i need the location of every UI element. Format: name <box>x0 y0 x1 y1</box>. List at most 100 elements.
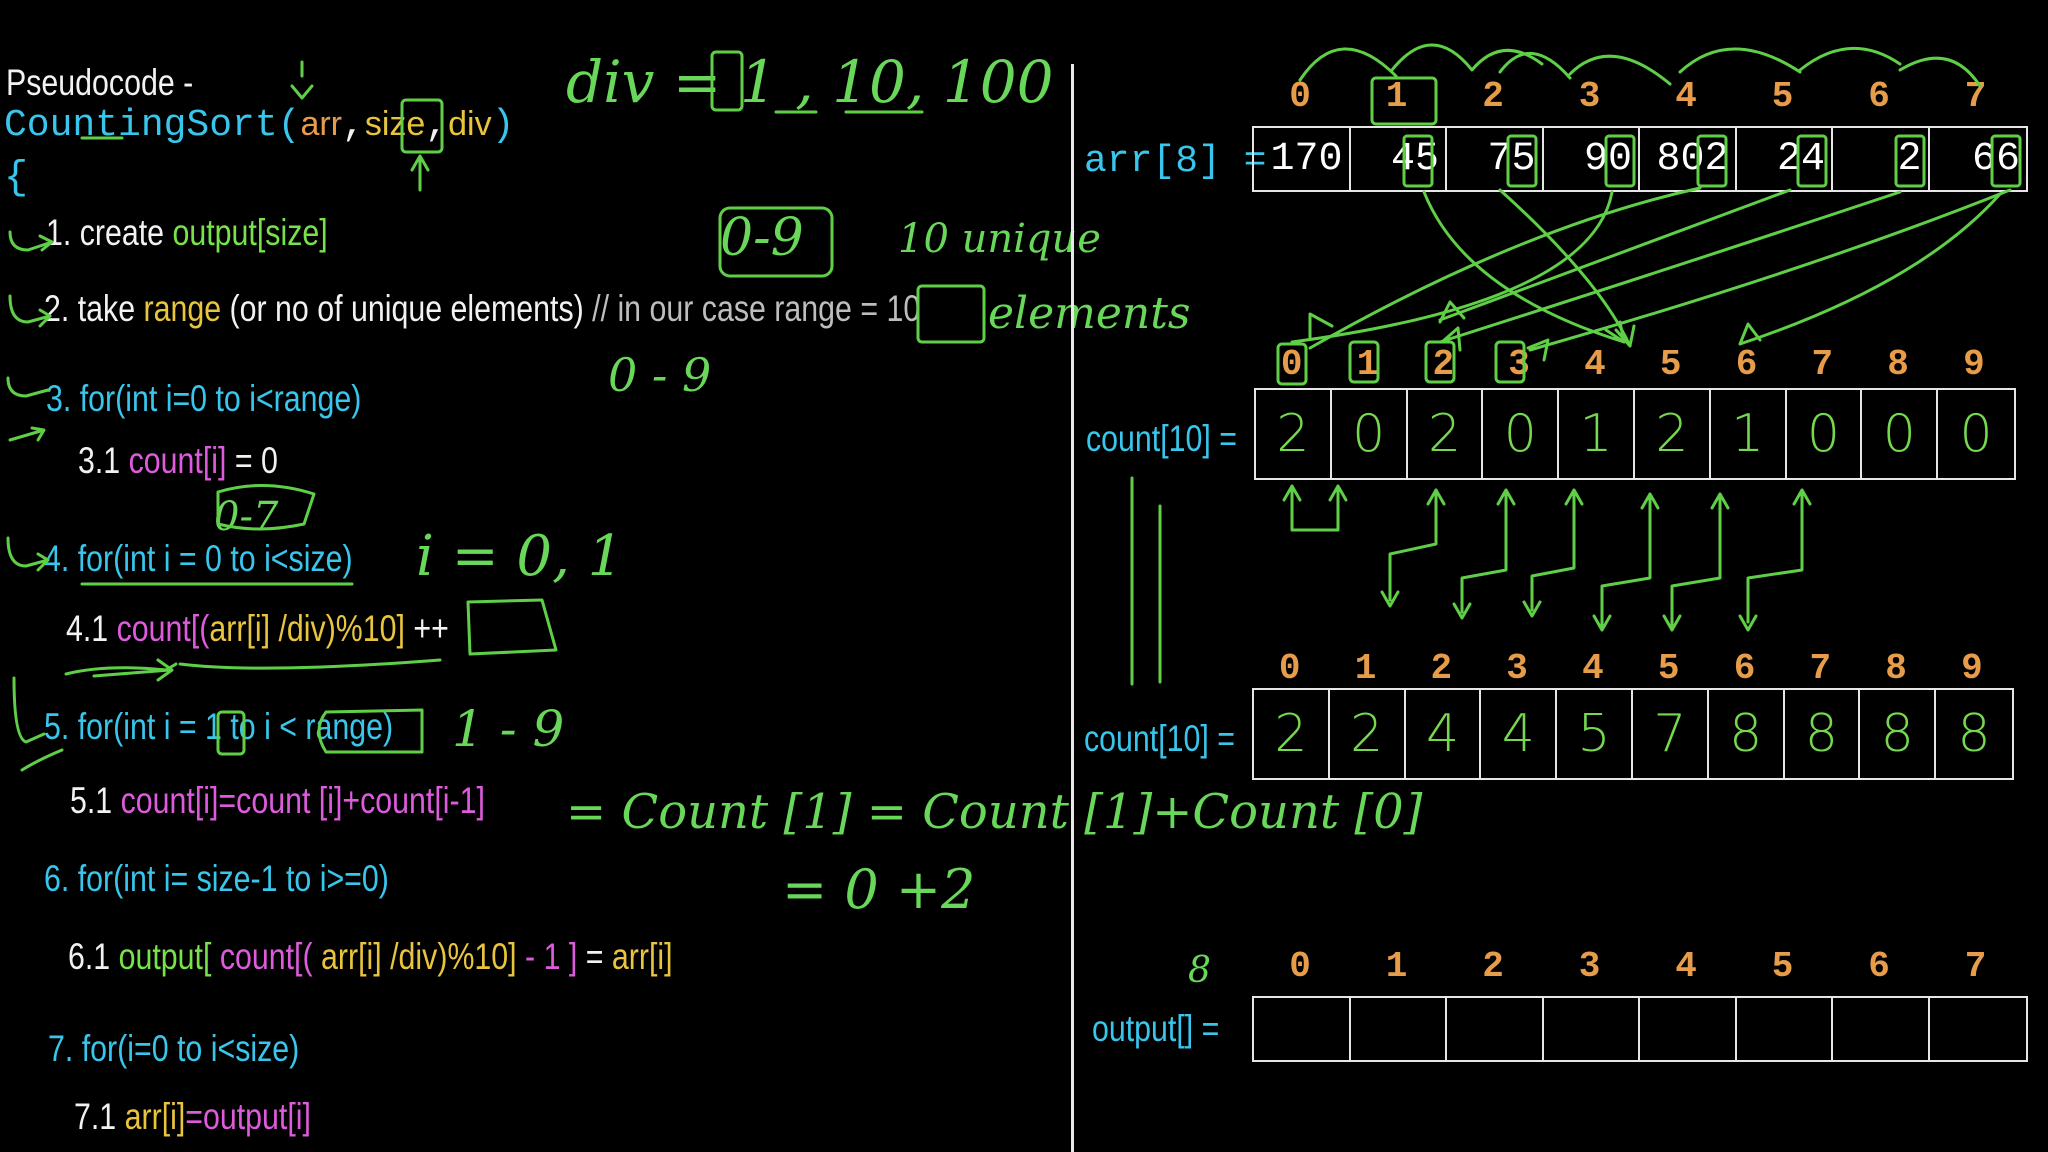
index-label: 2 <box>1482 76 1504 117</box>
annotation-i-values: i = 0, 1 <box>416 524 624 589</box>
function-name: CountingSort( <box>4 104 301 147</box>
index-label: 7 <box>1811 344 1834 385</box>
index-label: 0 <box>1278 648 1301 689</box>
box-index-1 <box>1370 76 1438 126</box>
param-arr: arr <box>300 105 343 143</box>
step-6-1-label: 6.1 <box>68 936 111 977</box>
output-array <box>1252 996 2028 1062</box>
step-3-1: 3.1 count[i] = 0 <box>78 440 278 482</box>
index-label: 5 <box>1659 344 1682 385</box>
index-label: 1 <box>1385 946 1408 987</box>
annotation-zero-nine: 0 - 9 <box>608 348 712 402</box>
count1-cell: 0 <box>1483 390 1560 478</box>
box-one <box>216 710 246 756</box>
count1-cell: 0 <box>1862 390 1939 478</box>
step-5-1: 5.1 count[i]=count [i]+count[i-1] <box>70 780 485 822</box>
step-1: 1. create output[size] <box>46 212 328 254</box>
underlines <box>64 136 442 676</box>
box-ten <box>916 284 986 344</box>
index-label: 9 <box>1963 344 1985 385</box>
heading-text: Pseudocode - <box>6 62 194 103</box>
vertical-divider <box>1071 64 1074 1152</box>
count1-cell: 2 <box>1408 390 1484 478</box>
arr-cell: 66 <box>1971 136 2020 182</box>
step-7-1: 7.1 arr[i]=output[i] <box>74 1096 311 1138</box>
annotation-zero-seven: 0-7 <box>214 494 279 540</box>
step-1-label: 1. create <box>46 212 165 253</box>
index-label: 0 <box>1289 76 1311 117</box>
box-div-param <box>400 98 444 154</box>
arrow-step-4 <box>6 536 50 572</box>
index-label: 2 <box>1432 344 1455 385</box>
output-cell <box>1351 998 1447 1060</box>
step-7-1-output: =output[i] <box>185 1096 311 1137</box>
box-range <box>718 206 834 278</box>
index-label: 4 <box>1675 76 1697 117</box>
arr-cell: 802 <box>1640 128 1737 190</box>
index-label: 3 <box>1578 946 1601 987</box>
index-label: 9 <box>1961 648 1983 689</box>
count1-cell: 1 <box>1711 390 1787 478</box>
annotation-formula: = Count [1] = Count [1]+Count [0] <box>566 784 1423 840</box>
arrow-step-4-1 <box>92 658 174 682</box>
annotation-one-nine: 1 - 9 <box>452 700 565 758</box>
step-4-1-count: count <box>116 608 191 649</box>
step-4-1-arr: arr[i] /div <box>209 608 326 649</box>
count2-cell: 8 <box>1860 690 1937 778</box>
output-cell <box>1833 998 1930 1060</box>
index-label: 4 <box>1582 648 1604 689</box>
count2-cell: 2 <box>1330 690 1406 778</box>
step-6-1-output: output[ <box>118 936 212 977</box>
arrow-step-2 <box>8 294 52 328</box>
index-label: 8 <box>1887 344 1909 385</box>
param-size: size <box>364 105 426 143</box>
step-6: 6. for(int i= size-1 to i>=0) <box>44 858 389 899</box>
step-3-1-code: count[i] <box>128 440 227 481</box>
output-cell <box>1544 998 1640 1060</box>
index-label: 7 <box>1964 946 1987 987</box>
index-label: 1 <box>1354 648 1377 689</box>
step-1-code: output[size] <box>172 212 328 253</box>
arrow-div-param <box>410 154 430 192</box>
index-label: 5 <box>1657 648 1680 689</box>
function-signature: CountingSort(arr,size,div) <box>4 104 514 147</box>
index-label: 0 <box>1289 946 1311 987</box>
step-4-1-mod: )%10] <box>325 608 405 649</box>
output-label: output[] = <box>1092 1008 1220 1049</box>
step-3-1-label: 3.1 <box>78 440 121 481</box>
index-label: 3 <box>1578 76 1601 117</box>
param-div: div <box>448 105 492 143</box>
index-label: 4 <box>1584 344 1606 385</box>
arrow-step-1 <box>8 230 54 252</box>
index-label: 2 <box>1482 946 1504 987</box>
index-label: 6 <box>1733 648 1756 689</box>
output-cell <box>1640 998 1737 1060</box>
index-label: 5 <box>1771 76 1794 117</box>
index-label: 5 <box>1771 946 1794 987</box>
loops-arr <box>1298 43 1982 88</box>
count2-label: count[10] = <box>1084 718 1235 759</box>
box-increment <box>466 598 558 656</box>
count2-cell: 7 <box>1633 690 1709 778</box>
step-2-comment: // in our case range = 10 <box>592 288 921 329</box>
open-brace: { <box>4 156 29 201</box>
index-label: 1 <box>1385 76 1408 117</box>
annotation-range-box: 0-9 <box>720 208 804 268</box>
step-5-1-code: count[i]=count [i]+count[i-1] <box>120 780 485 821</box>
arrow-step-5 <box>12 676 64 772</box>
arr-cell: 24 <box>1737 128 1833 190</box>
step-4-1-label: 4.1 <box>66 608 109 649</box>
arr-cell: 90 <box>1544 128 1640 190</box>
count2-cell: 4 <box>1481 690 1558 778</box>
index-label: 3 <box>1506 648 1528 689</box>
count2-cell: 2 <box>1254 690 1330 778</box>
count1-cell: 1 <box>1559 390 1635 478</box>
step-6-1: 6.1 output[ count[( arr[i] /div)%10] - 1… <box>68 936 673 978</box>
annotation-eight: 8 <box>1188 950 1211 991</box>
step-3-1-rest: = 0 <box>234 440 278 481</box>
step-6-1-minus: - 1 ] <box>516 936 578 977</box>
count2-cell: 5 <box>1557 690 1633 778</box>
